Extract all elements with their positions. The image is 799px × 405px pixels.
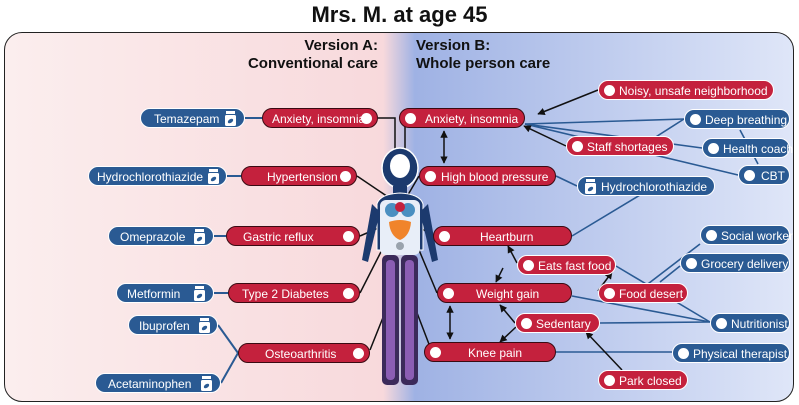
- factor-eats-fast-food: Eats fast food: [517, 255, 616, 275]
- medication-temazepam: Temazepam: [140, 108, 245, 128]
- whole-person-condition-weight-gain: Weight gain: [437, 283, 572, 303]
- whole-person-condition-heartburn: Heartburn: [433, 226, 572, 246]
- resource-nutritionist: Nutritionist: [710, 313, 790, 333]
- medication-hydrochlorothiazide: Hydrochlorothiazide: [88, 166, 227, 186]
- version-b-heading: Version B: Whole person care: [416, 37, 616, 73]
- medication-metformin: Metformin: [116, 283, 214, 303]
- pill-bottle-icon: [194, 286, 205, 301]
- resource-grocery-delivery: Grocery delivery: [680, 253, 790, 273]
- conventional-condition-hypertension: Hypertension: [241, 166, 357, 186]
- diagram-title: Mrs. M. at age 45: [311, 2, 488, 27]
- conventional-condition-gastric-reflux: Gastric reflux: [226, 226, 360, 246]
- version-a-heading: Version A: Conventional care: [226, 37, 378, 73]
- human-figure-icon: [362, 147, 438, 385]
- version-b-subtitle: Whole person care: [416, 55, 551, 72]
- resource-physical-therapist: Physical therapist: [672, 343, 790, 363]
- resource-health-coach: Health coach: [702, 138, 793, 158]
- pill-bottle-icon: [208, 169, 219, 184]
- conventional-condition-anxiety-insomnia: Anxiety, insomnia: [262, 108, 378, 128]
- version-a-subtitle: Conventional care: [247, 55, 378, 72]
- medication-omeprazole: Omeprazole: [108, 226, 214, 246]
- pill-bottle-icon: [201, 376, 212, 391]
- version-a-label: Version A:: [304, 37, 378, 54]
- pill-bottle-icon: [225, 111, 236, 126]
- pill-bottle-icon: [199, 318, 210, 333]
- resource-hydrochlorothiazide: Hydrochlorothiazide: [577, 176, 715, 196]
- conventional-condition-osteoarthritis: Osteoarthritis: [238, 343, 370, 363]
- factor-staff-shortages: Staff shortages: [566, 136, 674, 156]
- version-b-label: Version B:: [416, 37, 491, 54]
- whole-person-condition-high-blood-pressure: High blood pressure: [419, 166, 556, 186]
- resource-social-worker: Social worker: [700, 225, 793, 245]
- factor-park-closed: Park closed: [598, 370, 688, 390]
- pill-bottle-icon: [585, 179, 596, 194]
- medication-ibuprofen: Ibuprofen: [128, 315, 218, 335]
- whole-person-condition-knee-pain: Knee pain: [424, 342, 556, 362]
- conventional-condition-type-2-diabetes: Type 2 Diabetes: [228, 283, 360, 303]
- resource-deep-breathing: Deep breathing: [684, 109, 790, 129]
- factor-noisy-unsafe-neighborhood: Noisy, unsafe neighborhood: [598, 80, 774, 100]
- factor-food-desert: Food desert: [598, 283, 688, 303]
- pill-bottle-icon: [194, 229, 205, 244]
- resource-cbt: CBT: [738, 165, 790, 185]
- whole-person-condition-anxiety-insomnia: Anxiety, insomnia: [399, 108, 525, 128]
- medication-acetaminophen: Acetaminophen: [95, 373, 221, 393]
- factor-sedentary: Sedentary: [515, 313, 600, 333]
